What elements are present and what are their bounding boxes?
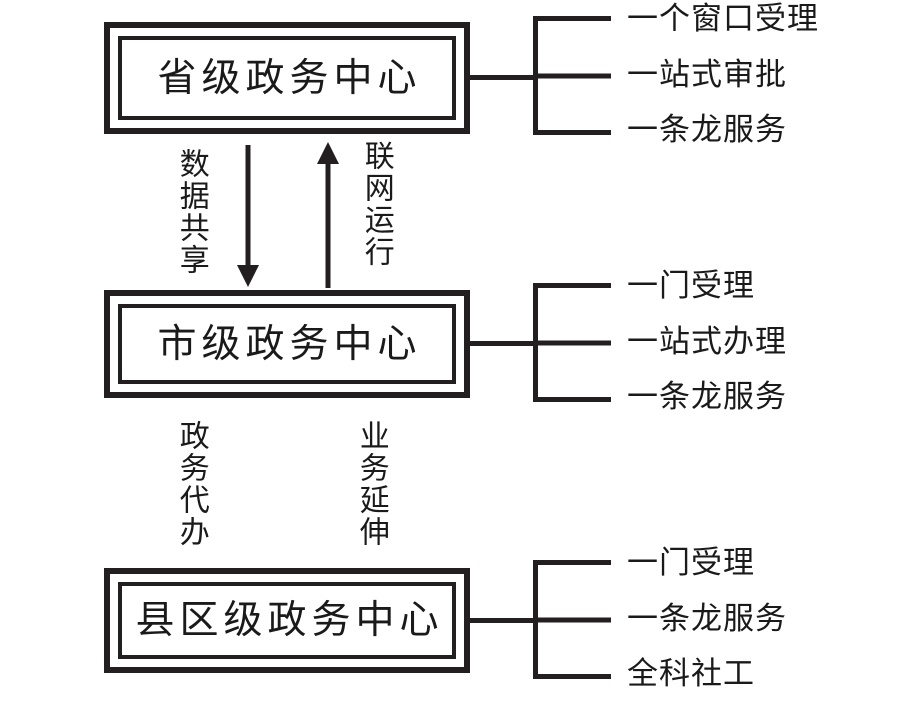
bracket-arm-bottom	[533, 674, 611, 679]
bracket-item-county-2: 一条龙服务	[627, 601, 787, 637]
arrow-head-down	[237, 265, 259, 287]
arrow-shaft	[245, 145, 251, 267]
bracket-arm-top	[533, 560, 611, 565]
node-county-inner-frame: 县区级政务中心	[118, 582, 456, 659]
bracket-stem-city	[470, 341, 535, 346]
bracket-item-city-3: 一条龙服务	[627, 379, 787, 415]
bracket-item-city-1: 一门受理	[627, 268, 755, 304]
node-city[interactable]: 市级政务中心	[104, 290, 470, 398]
bracket-arm-bottom	[533, 130, 611, 135]
node-city-inner-frame: 市级政务中心	[118, 304, 456, 384]
bracket-stem-province	[470, 75, 535, 80]
bracket-item-province-2: 一站式审批	[627, 57, 787, 93]
connector-label-network-operation: 联网运行	[358, 140, 394, 268]
bracket-arm-mid	[533, 73, 611, 78]
node-county-label: 县区级政务中心	[135, 598, 444, 643]
bracket-arm-mid	[533, 340, 611, 345]
node-county[interactable]: 县区级政务中心	[104, 568, 470, 673]
bracket-province-features	[533, 16, 616, 135]
bracket-item-city-2: 一站式办理	[627, 324, 787, 360]
bracket-item-province-3: 一条龙服务	[627, 112, 787, 148]
bracket-item-province-1: 一个窗口受理	[627, 1, 819, 37]
bracket-arm-top	[533, 16, 611, 21]
arrow-shaft	[325, 162, 331, 288]
bracket-county-features	[533, 560, 616, 679]
arrow-data-sharing-down	[237, 145, 259, 287]
node-province-inner-frame: 省级政务中心	[118, 36, 456, 120]
connector-label-data-sharing: 数据共享	[173, 148, 209, 276]
connector-label-business-extension: 业务延伸	[353, 420, 389, 548]
bracket-item-county-1: 一门受理	[627, 545, 755, 581]
node-province-label: 省级政务中心	[157, 55, 422, 101]
node-city-label: 市级政务中心	[157, 321, 422, 367]
bracket-arm-mid	[533, 617, 611, 622]
arrow-head-up	[317, 142, 339, 164]
bracket-stem-county	[470, 618, 535, 623]
bracket-arm-bottom	[533, 397, 611, 402]
node-province[interactable]: 省级政务中心	[104, 22, 470, 134]
connector-label-government-agency: 政务代办	[173, 420, 209, 548]
bracket-arm-top	[533, 283, 611, 288]
bracket-item-county-3: 全科社工	[627, 656, 755, 692]
bracket-city-features	[533, 283, 616, 402]
arrow-network-operation-up	[317, 142, 339, 288]
